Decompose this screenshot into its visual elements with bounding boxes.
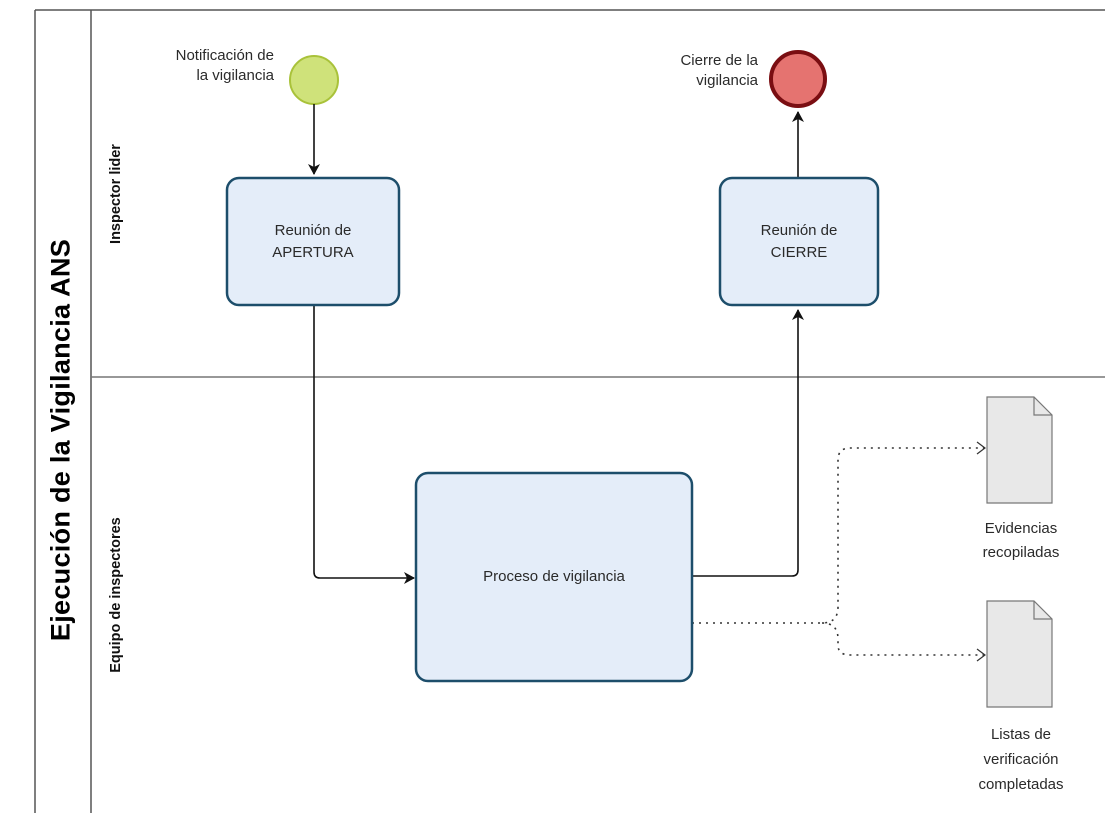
task-apertura-line1: Reunión de xyxy=(274,222,352,239)
flow-apertura-to-proceso xyxy=(313,305,415,584)
task-proceso-label: Proceso de vigilancia xyxy=(416,555,692,599)
end-event[interactable] xyxy=(769,50,827,108)
lane-title-inspector-text: Inspector lider xyxy=(108,143,124,244)
artifact-listas-line2: verificación xyxy=(983,751,1059,768)
task-proceso-line1: Proceso de vigilancia xyxy=(483,568,625,585)
end-event-label-line1: Cierre de la xyxy=(680,52,758,69)
task-apertura-label: Reunión de APERTURA xyxy=(227,202,399,282)
lane-title-equipo-text: Equipo de inspectores xyxy=(108,517,124,673)
pool-frame xyxy=(34,9,1105,813)
lane-title-equipo: Equipo de inspectores xyxy=(96,377,136,813)
document-listas-fold xyxy=(1033,601,1052,620)
flow-proceso-to-cierre xyxy=(692,309,804,577)
artifact-evidencias-line1: Evidencias xyxy=(984,520,1058,537)
start-event-label-line1: Notificación de xyxy=(175,47,274,64)
pool-title: Ejecución de la Vigilancia ANS xyxy=(34,80,88,800)
artifact-evidencias-label: Evidencias recopiladas xyxy=(962,517,1080,565)
artifact-evidencias-line2: recopiladas xyxy=(982,544,1060,561)
association-to-evidencias xyxy=(692,441,986,624)
end-event-label: Cierre de la vigilancia xyxy=(640,51,758,91)
start-event[interactable] xyxy=(289,55,339,105)
start-event-label: Notificación de la vigilancia xyxy=(140,46,274,86)
pool-title-text: Ejecución de la Vigilancia ANS xyxy=(45,238,76,642)
end-event-label-line2: vigilancia xyxy=(696,72,758,89)
start-event-label-line2: la vigilancia xyxy=(196,67,274,84)
task-cierre-line1: Reunión de xyxy=(760,222,838,239)
artifact-listas-label: Listas de verificación completadas xyxy=(962,722,1080,797)
document-evidencias-icon[interactable] xyxy=(986,396,1053,504)
lane-title-inspector: Inspector lider xyxy=(96,10,136,377)
task-cierre[interactable] xyxy=(718,176,880,307)
association-to-listas xyxy=(821,622,986,662)
document-evidencias-fold xyxy=(1033,397,1052,416)
task-cierre-line2: CIERRE xyxy=(770,244,828,261)
artifact-listas-line1: Listas de xyxy=(990,726,1052,743)
document-listas-icon[interactable] xyxy=(986,600,1053,708)
task-apertura[interactable] xyxy=(225,176,401,307)
task-proceso[interactable] xyxy=(414,471,694,683)
task-cierre-label: Reunión de CIERRE xyxy=(720,202,878,282)
artifact-listas-line3: completadas xyxy=(978,776,1064,793)
task-apertura-line2: APERTURA xyxy=(272,244,354,261)
